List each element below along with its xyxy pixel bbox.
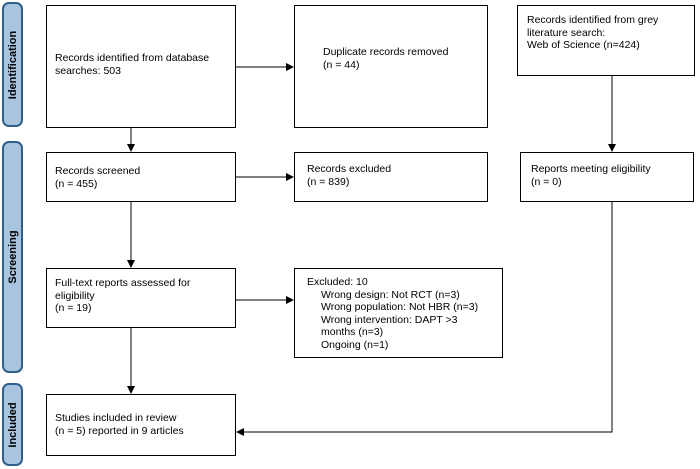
database-records-line-2: searches: 503	[55, 64, 121, 77]
stage-identification: Identification	[2, 2, 23, 127]
excluded-reason-item: Ongoing (n=1)	[321, 338, 389, 351]
fulltext-line-1: Full-text reports assessed for	[55, 277, 191, 289]
box-records-screened: Records screened (n = 455)	[46, 152, 236, 202]
excluded-reason-item: months (n=3)	[321, 326, 384, 338]
box-database-records: Records identified from database searche…	[46, 5, 236, 128]
stage-screening: Screening	[2, 141, 23, 373]
box-excluded-reasons: Excluded: 10 Wrong design: Not RCT (n=3)…	[294, 268, 503, 358]
box-reports-eligibility: Reports meeting eligibility (n = 0)	[520, 152, 694, 202]
studies-included-line-2: (n = 5) reported in 9 articles	[55, 424, 184, 437]
fulltext-line-3: (n = 19)	[55, 302, 92, 314]
reports-eligibility-line-2: (n = 0)	[531, 175, 562, 188]
box-duplicates-removed: Duplicate records removed (n = 44)	[294, 5, 488, 128]
grey-literature-line-3: Web of Science (n=424)	[527, 39, 640, 51]
box-records-excluded: Records excluded (n = 839)	[294, 152, 488, 202]
grey-literature-line-1: Records identified from grey	[527, 14, 659, 26]
records-excluded-line-2: (n = 839)	[307, 175, 350, 188]
excluded-reason-item: Wrong intervention: DAPT >3	[321, 313, 458, 326]
box-fulltext-assessed: Full-text reports assessed for eligibili…	[46, 268, 236, 328]
duplicates-line-1: Duplicate records removed	[323, 46, 449, 58]
duplicates-line-2: (n = 44)	[323, 58, 360, 71]
stage-included: Included	[2, 383, 23, 466]
reports-eligibility-line-1: Reports meeting eligibility	[531, 163, 651, 175]
excluded-reasons-header: Excluded: 10	[307, 276, 368, 288]
box-grey-literature: Records identified from grey literature …	[517, 5, 695, 76]
excluded-reason-item: Wrong population: Not HBR (n=3)	[321, 301, 479, 313]
arrow-eligibility-to-included	[236, 202, 613, 436]
records-excluded-line-1: Records excluded	[307, 163, 392, 175]
database-records-line-1: Records identified from database	[55, 52, 210, 64]
records-screened-line-1: Records screened	[55, 165, 141, 177]
grey-literature-line-2: literature search:	[527, 26, 606, 39]
box-studies-included: Studies included in review (n = 5) repor…	[46, 394, 236, 456]
records-screened-line-2: (n = 455)	[55, 177, 98, 190]
excluded-reason-item: Wrong design: Not RCT (n=3)	[321, 288, 460, 301]
studies-included-line-1: Studies included in review	[55, 412, 177, 424]
fulltext-line-2: eligibility	[55, 289, 95, 302]
